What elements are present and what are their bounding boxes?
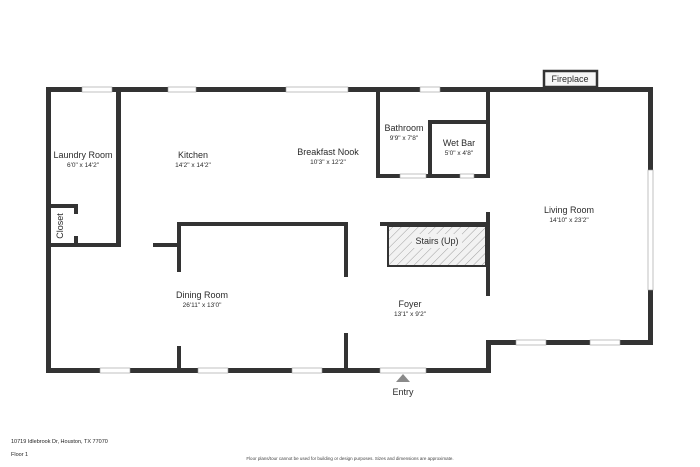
- entry-door: [379, 367, 427, 374]
- disclaimer-text: Floor plans/tour cannot be used for buil…: [246, 456, 454, 461]
- wall-laundry-bottom: [51, 243, 121, 247]
- foyer-name: Foyer: [398, 299, 421, 309]
- window: [419, 86, 441, 93]
- stairs-name: Stairs (Up): [415, 236, 458, 246]
- kitchen-dim: 14'2" x 14'2": [175, 162, 211, 169]
- wall-bottom: [46, 368, 489, 373]
- laundry-room-dim: 6'0" x 14'2": [67, 162, 100, 169]
- wall-wetbar-top: [428, 120, 490, 124]
- laundry-room-name: Laundry Room: [53, 150, 112, 160]
- foyer-dim: 13'1" x 9'2": [394, 311, 427, 318]
- wall-kd-1: [153, 243, 177, 247]
- wall-closet-right: [74, 204, 78, 214]
- wall-dining-left-b: [177, 346, 181, 373]
- wall-kd-3: [177, 222, 348, 226]
- wall-dining-right-b: [344, 333, 348, 373]
- closet-name: Closet: [55, 213, 65, 239]
- entry-arrow-icon: [396, 374, 410, 382]
- breakfast-nook-dim: 10'3" x 12'2": [310, 159, 346, 166]
- window: [99, 367, 131, 374]
- breakfast-nook-name: Breakfast Nook: [297, 147, 359, 157]
- wall-bath-left: [376, 87, 380, 178]
- stairs-label-bg: [412, 234, 462, 248]
- wall-living-bottom: [486, 340, 653, 345]
- wall-living-left-mid: [486, 212, 490, 296]
- wall-laundry-right: [116, 87, 121, 247]
- kitchen-name: Kitchen: [178, 150, 208, 160]
- walls: [46, 87, 653, 373]
- window: [291, 367, 323, 374]
- window: [197, 367, 229, 374]
- window: [81, 86, 113, 93]
- window: [515, 339, 547, 346]
- wall-closet-top: [51, 204, 78, 208]
- wall-top-right: [486, 87, 653, 92]
- wet-bar-name: Wet Bar: [443, 138, 475, 148]
- wall-closet-right-b: [74, 236, 78, 247]
- window: [285, 86, 349, 93]
- entry-label: Entry: [392, 387, 414, 397]
- wall-kd-2: [177, 222, 181, 272]
- bathroom-dim: 9'9" x 7'8": [390, 135, 419, 142]
- wall-bath-bottom: [376, 174, 490, 178]
- wall-stairs-top: [380, 222, 490, 226]
- dining-room-dim: 26'11" x 13'0": [183, 302, 222, 309]
- floor-label: Floor 1: [11, 452, 29, 458]
- window: [167, 86, 197, 93]
- bathroom-name: Bathroom: [384, 123, 423, 133]
- address-text: 10719 Idlebrook Dr, Houston, TX 77070: [11, 439, 108, 445]
- window: [589, 339, 621, 346]
- windows: [81, 86, 654, 374]
- wall-left: [46, 87, 51, 373]
- living-room-name: Living Room: [544, 205, 594, 215]
- wall-step: [486, 340, 491, 373]
- wall-wetbar-left: [428, 120, 432, 178]
- living-room-dim: 14'10" x 23'2": [549, 217, 589, 224]
- window: [399, 173, 427, 179]
- window: [647, 169, 654, 291]
- wall-living-left-top: [486, 87, 490, 178]
- fireplace-name: Fireplace: [551, 74, 588, 84]
- wall-top-left: [46, 87, 489, 92]
- wet-bar-dim: 5'0" x 4'8": [445, 150, 474, 157]
- wall-dining-right: [344, 222, 348, 277]
- dining-room-name: Dining Room: [176, 290, 228, 300]
- fireplace-box: [542, 69, 599, 89]
- window: [459, 173, 475, 179]
